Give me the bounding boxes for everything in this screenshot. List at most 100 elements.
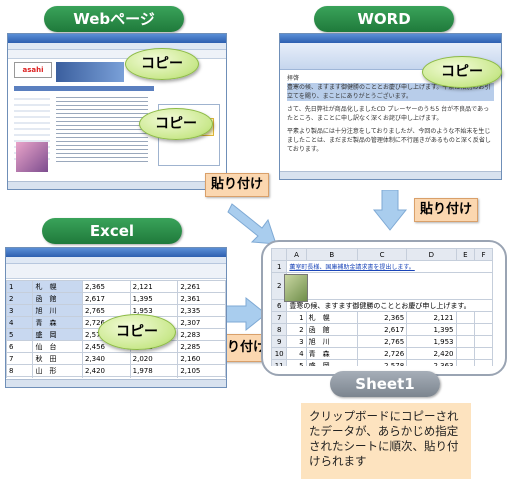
excel-row: 9福 島2,5412,2102,236 bbox=[6, 376, 226, 378]
sheet1-row-number: 1 bbox=[271, 260, 288, 273]
sheet1-row-number: 6 bbox=[271, 299, 288, 312]
sheet1-cell[interactable]: 2,726 bbox=[356, 347, 408, 360]
sheet1-cell[interactable]: 2,365 bbox=[356, 311, 408, 324]
sheet1-cell[interactable] bbox=[455, 323, 476, 336]
sheet1-cell[interactable]: 2,363 bbox=[406, 359, 457, 366]
excel-cell[interactable]: 7 bbox=[6, 352, 34, 365]
excel-cell[interactable]: 2 bbox=[6, 292, 34, 305]
excel-statusbar bbox=[6, 379, 226, 387]
excel-cell[interactable]: 秋 田 bbox=[32, 352, 83, 365]
description-note: クリップボードにコピーされたデータが、あらかじめ指定されたシートに順次、貼り付け… bbox=[301, 403, 471, 479]
browser-titlebar bbox=[8, 34, 226, 43]
sheet1-column-heading: D bbox=[406, 248, 457, 261]
excel-cell[interactable]: 1,395 bbox=[129, 292, 179, 305]
excel-cell[interactable]: 2,121 bbox=[129, 280, 179, 293]
site-logo: asahi bbox=[14, 62, 52, 78]
sheet1-cell[interactable] bbox=[474, 323, 493, 336]
sheet1-cell[interactable] bbox=[474, 335, 493, 348]
excel-cell[interactable]: 2,285 bbox=[177, 340, 226, 353]
sheet1-cell[interactable]: 旭 川 bbox=[305, 335, 358, 348]
sheet1-cell[interactable]: 1,395 bbox=[406, 323, 457, 336]
banner-ad bbox=[56, 62, 124, 82]
label-excel: Excel bbox=[42, 218, 182, 244]
excel-cell[interactable]: 5 bbox=[6, 328, 34, 341]
excel-cell[interactable]: 8 bbox=[6, 364, 34, 377]
sheet1-cell[interactable]: 5 bbox=[286, 359, 307, 366]
excel-cell[interactable]: 2,307 bbox=[177, 316, 226, 329]
sheet1-cell[interactable]: 2,765 bbox=[356, 335, 408, 348]
sheet1-cell[interactable]: 函 館 bbox=[305, 323, 358, 336]
sheet1-cell[interactable]: 1,953 bbox=[406, 335, 457, 348]
sheet1-cell[interactable] bbox=[286, 272, 493, 300]
excel-menubar bbox=[6, 257, 226, 264]
excel-cell[interactable]: 6 bbox=[6, 340, 34, 353]
excel-cell[interactable]: 旭 川 bbox=[32, 304, 83, 317]
browser-toolbar bbox=[8, 50, 226, 59]
sheet1-cell[interactable]: 豊寒の候、ますます御健勝のこととお慶び申し上げます。 bbox=[286, 299, 493, 312]
excel-cell[interactable]: 4 bbox=[6, 316, 34, 329]
excel-cell[interactable]: 9 bbox=[6, 376, 34, 378]
copy-bubble-web-1: コピー bbox=[125, 48, 199, 80]
excel-cell[interactable]: 2,420 bbox=[81, 364, 131, 377]
excel-cell[interactable]: 2,105 bbox=[177, 364, 226, 377]
word-document-area: 拝啓 豊寒の候、ますます御健勝のこととお慶び申し上げます。平素は格別のお引立てを… bbox=[284, 72, 497, 170]
excel-cell[interactable]: 札 幌 bbox=[32, 280, 83, 293]
excel-cell[interactable]: 函 館 bbox=[32, 292, 83, 305]
label-sheet1: Sheet1 bbox=[330, 371, 440, 397]
excel-cell[interactable]: 2,617 bbox=[81, 292, 131, 305]
excel-cell[interactable]: 山 形 bbox=[32, 364, 83, 377]
sheet1-cell[interactable]: 2,420 bbox=[406, 347, 457, 360]
excel-cell[interactable]: 2,335 bbox=[177, 304, 226, 317]
excel-cell[interactable]: 2,340 bbox=[81, 352, 131, 365]
sheet1-cell[interactable]: 2,121 bbox=[406, 311, 457, 324]
excel-cell[interactable]: 2,160 bbox=[177, 352, 226, 365]
word-statusbar bbox=[280, 171, 501, 179]
browser-statusbar bbox=[8, 181, 226, 189]
sheet1-cell[interactable]: 2 bbox=[286, 323, 307, 336]
sheet1-row: 2 bbox=[271, 272, 493, 300]
sheet1-cell[interactable]: 4 bbox=[286, 347, 307, 360]
excel-cell[interactable]: 2,541 bbox=[81, 376, 131, 378]
excel-cell[interactable]: 1 bbox=[6, 280, 34, 293]
sheet1-cell[interactable]: 薫室町長様、国庫補助金請求書を提出します。 bbox=[286, 260, 493, 273]
excel-cell[interactable]: 3 bbox=[6, 304, 34, 317]
excel-cell[interactable]: 仙 台 bbox=[32, 340, 83, 353]
arrow-web-to-sheet bbox=[227, 203, 277, 245]
excel-cell[interactable]: 1,978 bbox=[129, 364, 179, 377]
sheet1-cell[interactable]: 3 bbox=[286, 335, 307, 348]
sheet1-cell[interactable]: 盛 岡 bbox=[305, 359, 358, 366]
sheet1-cell[interactable] bbox=[474, 347, 493, 360]
news-text bbox=[56, 94, 148, 162]
copy-bubble-web-2: コピー bbox=[139, 108, 213, 140]
sheet1-cell[interactable]: 札 幌 bbox=[305, 311, 358, 324]
sheet1-column-heading: E bbox=[455, 248, 476, 261]
sheet1-cell[interactable] bbox=[474, 359, 493, 366]
excel-cell[interactable]: 2,210 bbox=[129, 376, 179, 378]
sheet1-row-number: 10 bbox=[271, 347, 288, 360]
sheet1-column-heading: B bbox=[305, 248, 358, 261]
excel-cell[interactable]: 福 島 bbox=[32, 376, 83, 378]
excel-cell[interactable]: 2,236 bbox=[177, 376, 226, 378]
excel-cell[interactable]: 2,283 bbox=[177, 328, 226, 341]
excel-cell[interactable]: 2,020 bbox=[129, 352, 179, 365]
excel-cell[interactable]: 盛 岡 bbox=[32, 328, 83, 341]
sheet1-cell[interactable] bbox=[455, 359, 476, 366]
sheet1-cell[interactable] bbox=[455, 347, 476, 360]
sheet1-cell[interactable]: 1 bbox=[286, 311, 307, 324]
excel-cell[interactable]: 2,365 bbox=[81, 280, 131, 293]
sheet1-cell[interactable] bbox=[474, 311, 493, 324]
sheet1-cell[interactable]: 2,578 bbox=[356, 359, 408, 366]
sheet1-cell[interactable]: 青 森 bbox=[305, 347, 358, 360]
sheet1-cell[interactable] bbox=[455, 335, 476, 348]
excel-cell[interactable]: 青 森 bbox=[32, 316, 83, 329]
sheet1-cell[interactable] bbox=[455, 311, 476, 324]
sheet1-cell[interactable]: 2,617 bbox=[356, 323, 408, 336]
excel-cell[interactable]: 2,261 bbox=[177, 280, 226, 293]
excel-cell[interactable]: 2,361 bbox=[177, 292, 226, 305]
